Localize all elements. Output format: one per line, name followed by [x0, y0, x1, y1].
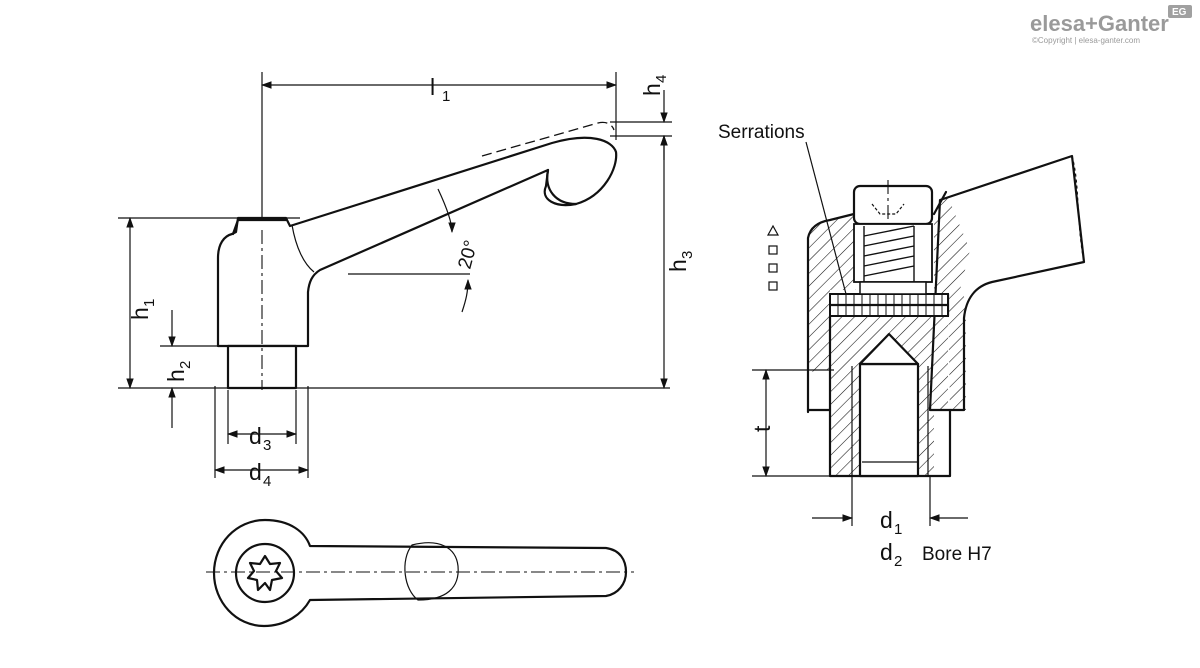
top-view-outline [212, 518, 628, 628]
dim-l1: l [430, 74, 435, 100]
dim-angle: 20° [455, 238, 483, 271]
spring [863, 225, 915, 282]
dim-l1-sub: 1 [442, 88, 450, 105]
brand-logo: elesa+Ganter EG ©Copyright | elesa-gante… [1030, 5, 1192, 45]
symbol-marks [766, 224, 780, 291]
top-view [206, 518, 634, 628]
dim-h1: h [127, 307, 153, 320]
top-view-boss [234, 542, 296, 604]
dim-d4-sub: 4 [263, 473, 271, 490]
side-view [118, 72, 672, 478]
dim-d2-sub: 2 [894, 553, 902, 570]
dim-t: t [749, 425, 775, 432]
dim-h4-sub: 4 [653, 75, 670, 83]
dim-d1-sub: 1 [894, 521, 902, 538]
dim-d3: d [249, 423, 262, 449]
screw-head [852, 184, 934, 226]
dim-d1: d [880, 507, 893, 533]
brand-name: elesa+Ganter [1030, 11, 1169, 36]
brand-badge-bg [1168, 5, 1192, 18]
section-view-labels: Serrations t d 1 d 2 Bore H7 [718, 122, 992, 570]
dim-h3-sub: 3 [679, 251, 696, 259]
torx-icon [246, 554, 284, 592]
section-view [752, 141, 1086, 526]
dim-h2: h [163, 369, 189, 382]
dim-h2-sub: 2 [177, 361, 194, 369]
brand-copyright: ©Copyright | elesa-ganter.com [1032, 36, 1140, 45]
brand-badge: EG [1172, 7, 1187, 18]
dim-d3-sub: 3 [263, 437, 271, 454]
dim-d2: d [880, 539, 893, 565]
lever-body [216, 136, 618, 348]
dim-h1-sub: 1 [141, 299, 158, 307]
dim-h3: h [665, 259, 691, 272]
dim-d4: d [249, 459, 262, 485]
side-view-labels: l 1 h 1 h 2 h 3 h 4 20° d 3 d 4 [127, 74, 696, 490]
label-serrations: Serrations [718, 122, 805, 143]
threaded-bore [858, 362, 920, 478]
dim-h4: h [639, 83, 665, 96]
label-bore: Bore H7 [922, 544, 992, 565]
